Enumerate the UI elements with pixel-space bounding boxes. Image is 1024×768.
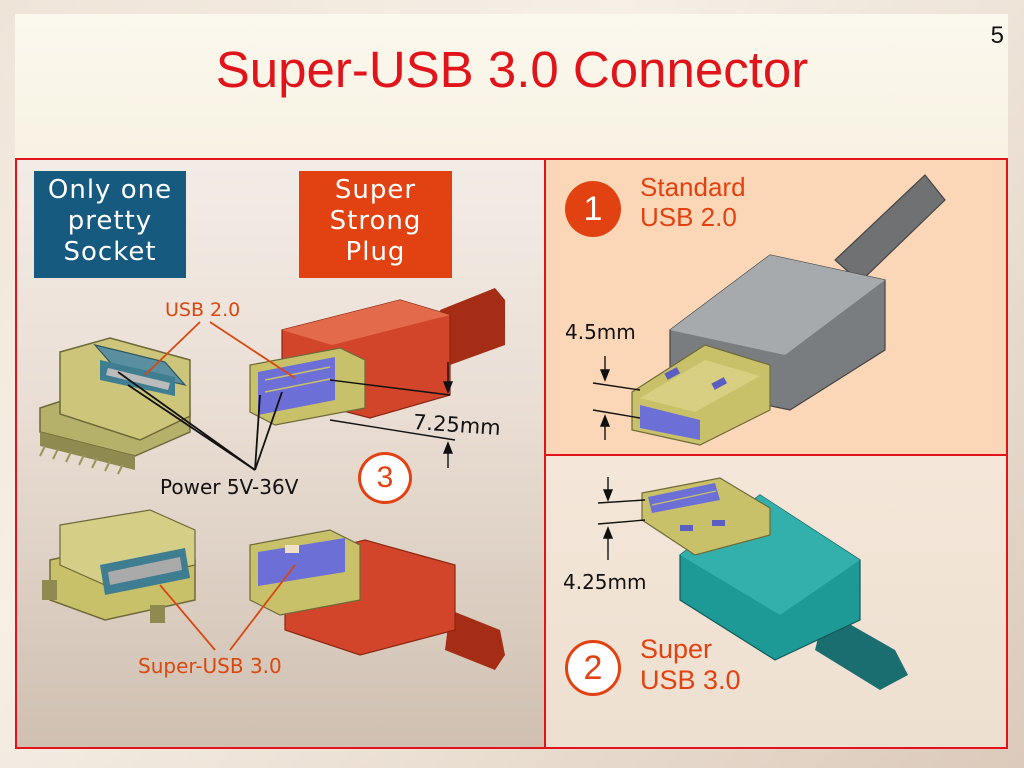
bottom-right-dimension-marks [597,477,646,560]
badge-1: 1 [565,181,621,237]
dimension-4-25mm: 4.25mm [563,570,647,594]
standard-usb-heading-line: Standard [640,172,746,202]
standard-usb-heading: Standard USB 2.0 [640,172,746,232]
standard-usb-grey-plug-illustration [631,174,946,446]
left-dimension-marks [329,362,456,468]
slide-title: Super-USB 3.0 Connector [215,41,809,98]
plug-tag-line: Strong [329,206,422,236]
socket-tag-line: Only one [47,175,173,205]
plug-tag: Super Strong Plug [299,171,452,278]
super-usb-teal-plug-illustration [641,477,908,690]
plug-tag-line: Plug [345,237,406,267]
horizontal-divider [546,454,1008,456]
super-usb-red-plug-illustration [249,529,505,670]
vertical-divider [544,158,546,749]
socket-tag: Only one pretty Socket [34,171,186,278]
page-number: 5 [990,22,1004,49]
usb20-label: USB 2.0 [165,299,241,321]
badge-2: 2 [565,640,621,696]
super-usb-label: Super-USB 3.0 [138,654,282,678]
top-right-dimension-marks [592,356,641,440]
badge-3: 3 [358,452,412,504]
super-usb-callout-lines [159,564,296,651]
plug-tag-line: Super [334,175,417,205]
power-label: Power 5V-36V [160,475,299,499]
usb20-red-plug-illustration [249,288,505,426]
socket-tag-line: pretty [67,206,153,236]
socket-tag-line: Socket [63,237,157,267]
super-usb-heading: Super USB 3.0 [640,634,741,696]
super-usb-heading-line: Super [640,634,713,664]
standard-usb-heading-line: USB 2.0 [640,202,737,232]
power-callout-lines [117,371,283,471]
usb20-callout-lines [144,321,296,379]
title-area [15,14,1008,160]
super-usb-socket-illustration [42,509,196,623]
usb20-socket-illustration [39,337,191,475]
dimension-4-5mm: 4.5mm [565,320,636,344]
super-usb-heading-line: USB 3.0 [640,665,741,695]
